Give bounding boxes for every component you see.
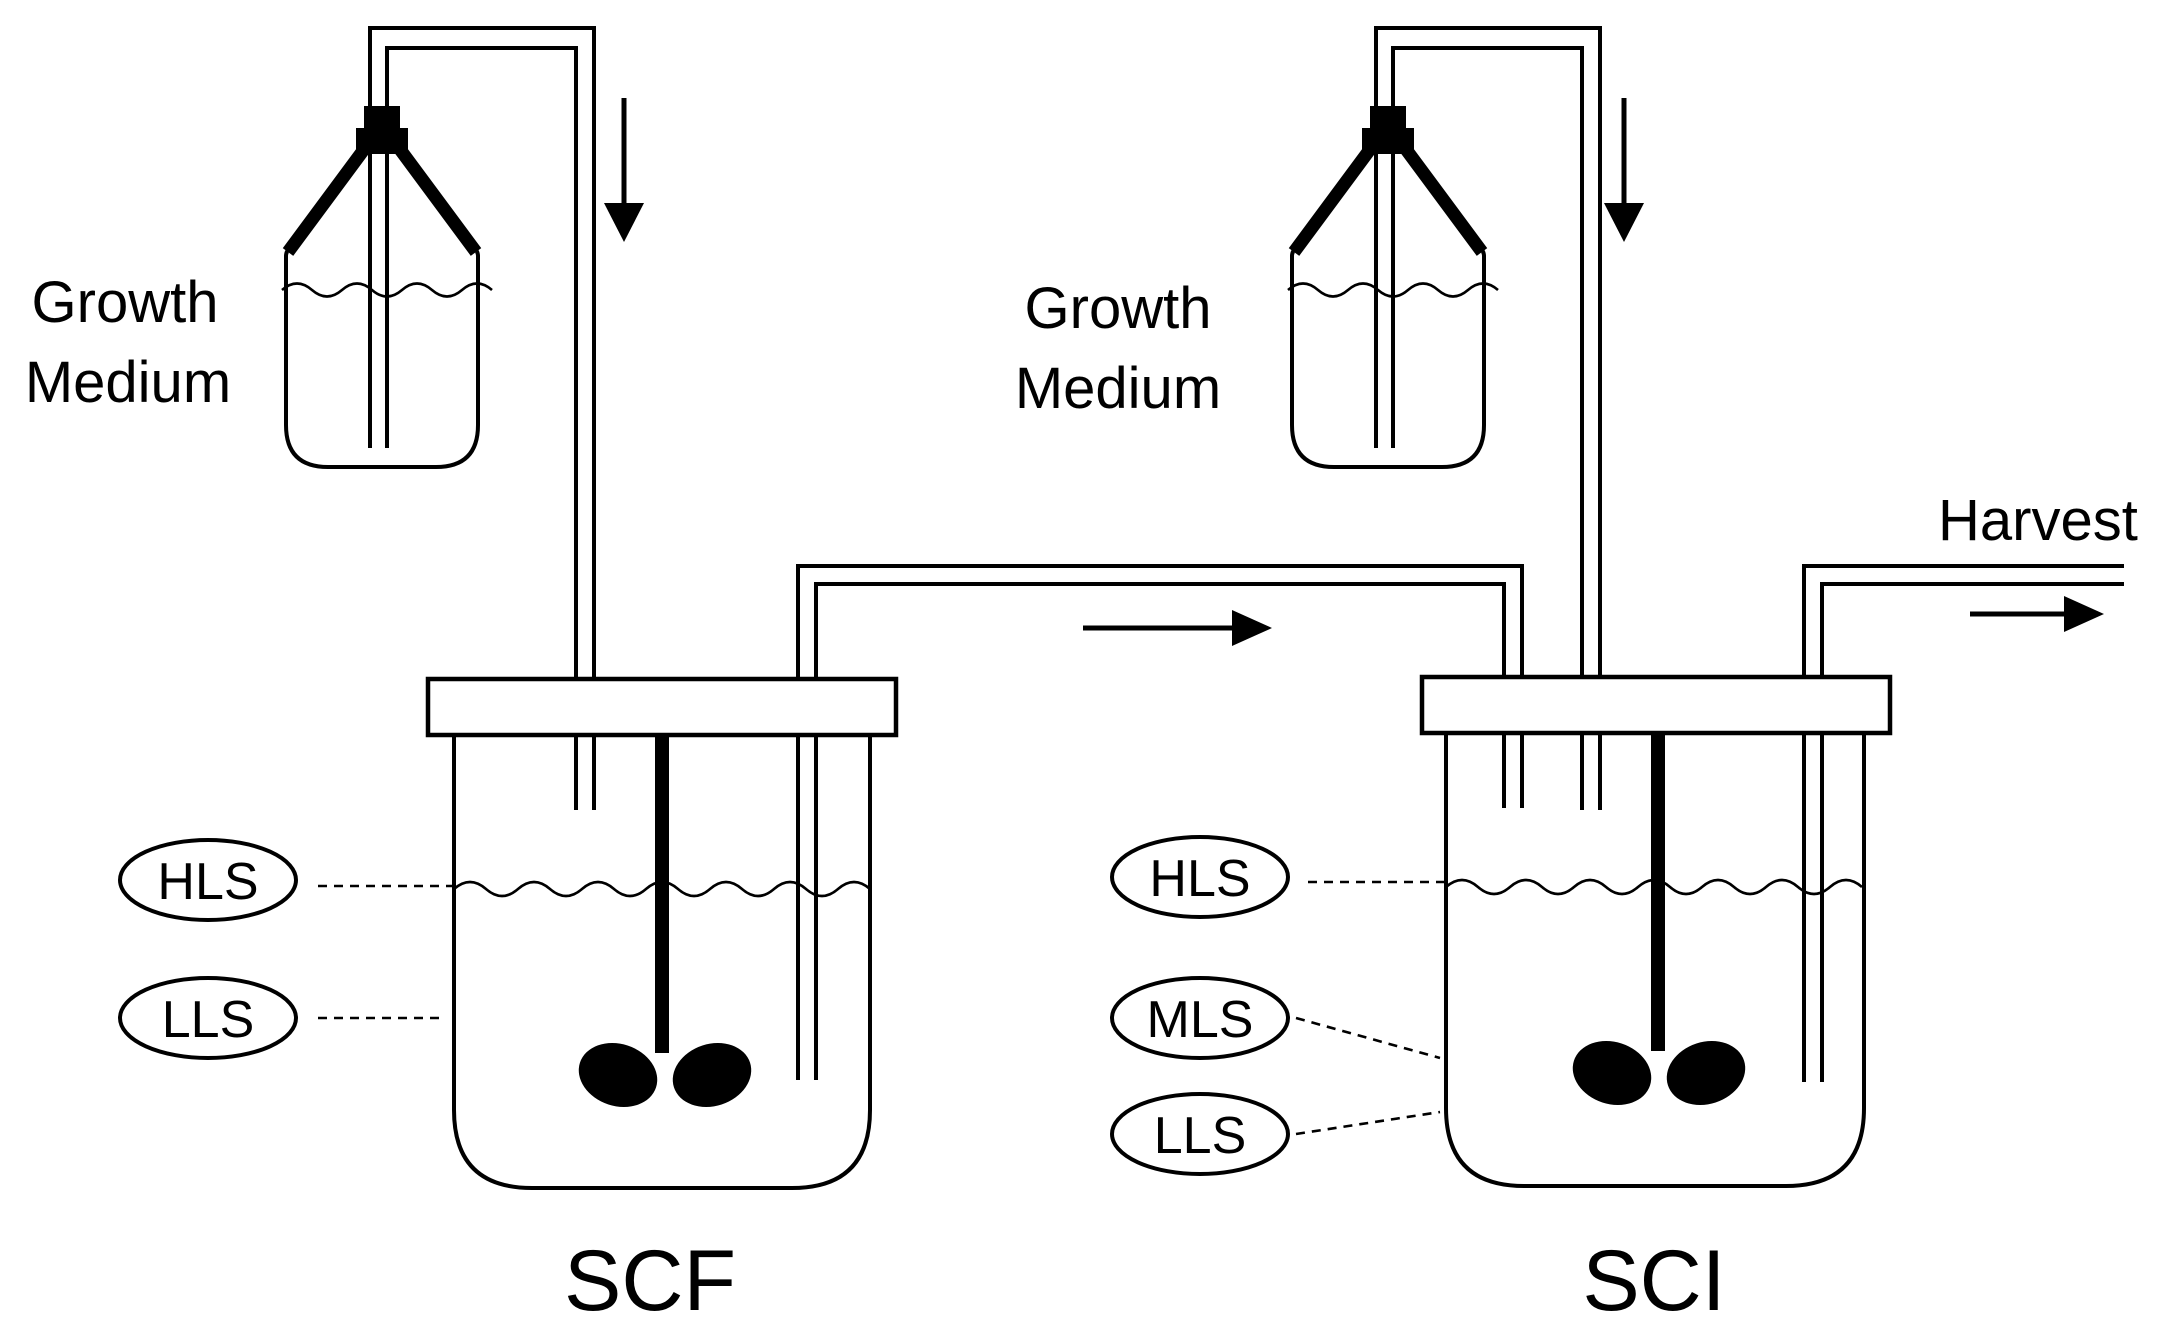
sensor-hls-sci: HLS — [1110, 835, 1290, 919]
feed-tube-left — [368, 26, 596, 810]
vessel-body — [1444, 712, 1866, 1188]
feed-bottle-left: Growth Medium — [25, 106, 493, 469]
harvest-tube — [1802, 564, 2124, 1082]
vessel-label: SCF — [564, 1233, 736, 1329]
feed-bottle-right: Growth Medium — [1015, 106, 1499, 469]
impeller-blade — [672, 1043, 752, 1107]
feed-tube-right — [1374, 26, 1602, 810]
vessel-lid — [1419, 674, 1893, 736]
impeller-shaft — [1651, 733, 1665, 1051]
sensor-lls-scf: LLS — [118, 976, 298, 1060]
sensor-lead — [1295, 1016, 1441, 1060]
svg-text:MLS: MLS — [1147, 991, 1254, 1049]
svg-text:HLS: HLS — [157, 853, 258, 911]
impeller-blade — [1666, 1041, 1746, 1105]
feed-label-line1: Growth — [1025, 276, 1212, 341]
vessel-sci: SCI — [1419, 674, 1893, 1329]
impeller-shaft — [655, 735, 669, 1053]
bottle-cap — [1362, 128, 1414, 154]
svg-text:HLS: HLS — [1149, 850, 1250, 908]
impeller-blade — [1572, 1041, 1652, 1105]
svg-text:LLS: LLS — [1154, 1107, 1247, 1165]
vessel-lid — [425, 676, 899, 738]
bottle-body — [1290, 244, 1486, 469]
vessel-label: SCI — [1582, 1233, 1725, 1329]
sensor-mls-sci: MLS — [1110, 976, 1290, 1060]
feed-label-line2: Medium — [1015, 356, 1221, 421]
svg-text:LLS: LLS — [162, 991, 255, 1049]
flow-arrow-right-icon — [1970, 596, 2104, 632]
feed-label-line1: Growth — [32, 270, 219, 335]
feed-label-line2: Medium — [25, 350, 231, 415]
bottle-shoulder — [282, 144, 482, 256]
harvest-label: Harvest — [1938, 488, 2138, 553]
flow-arrow-down-icon — [1604, 98, 1644, 242]
bottle-shoulder — [1288, 144, 1488, 256]
flow-arrow-right-icon — [1083, 610, 1272, 646]
vessel-body — [452, 712, 872, 1190]
flow-arrow-down-icon — [604, 98, 644, 242]
impeller-blade — [578, 1043, 658, 1107]
sensor-lead — [1295, 1110, 1441, 1136]
bottle-cap — [356, 128, 408, 154]
sensor-lls-sci: LLS — [1110, 1092, 1290, 1176]
sensor-hls-scf: HLS — [118, 838, 298, 922]
bottle-body — [284, 244, 480, 469]
vessel-scf: SCF — [425, 676, 899, 1329]
